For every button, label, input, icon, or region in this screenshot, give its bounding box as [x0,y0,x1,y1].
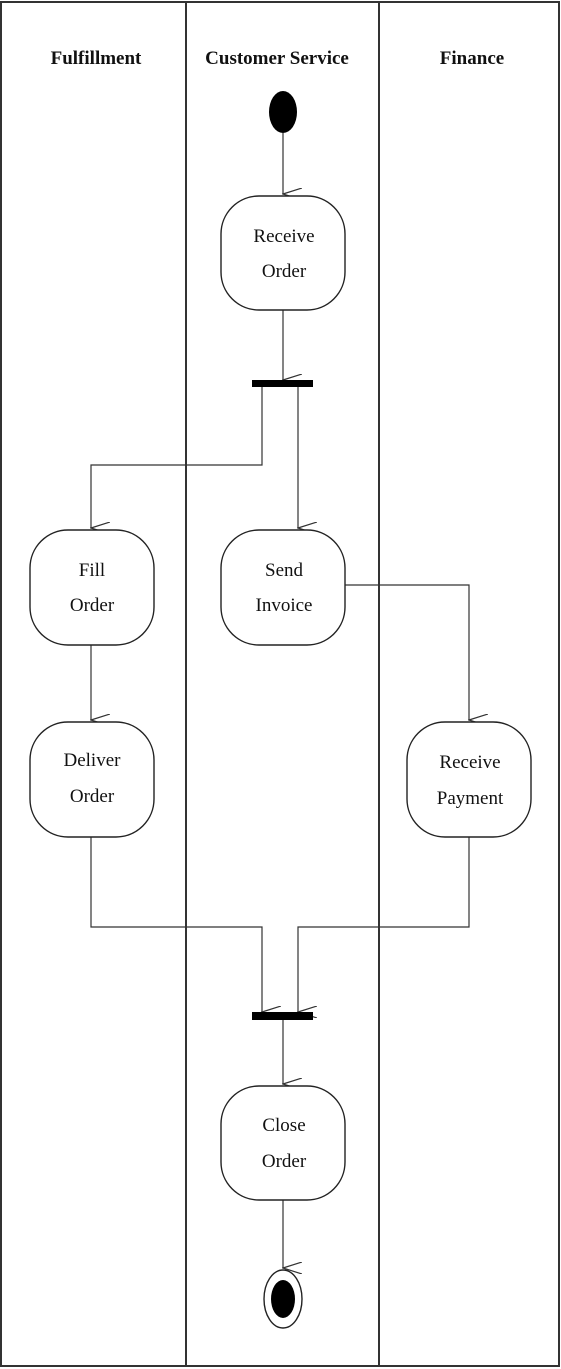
swimlane-title-finance: Finance [440,48,504,69]
flow-receive-payment-to-join [298,837,470,1012]
activity-close-order-line-1: Close [262,1115,305,1136]
activity-deliver-order: Deliver Order [29,721,155,838]
flow-send-invoice-to-receive-payment [344,584,469,720]
activity-send-invoice-line-2: Invoice [256,595,313,616]
initial-node [269,91,297,133]
swimlane-title-customer-service: Customer Service [205,48,349,69]
activity-receive-order: Receive Order [220,195,346,311]
activity-receive-order-line-2: Order [262,261,307,282]
swimlane-title-fulfillment: Fulfillment [51,48,142,69]
join-bar [252,1012,313,1020]
control-flows [91,133,469,1268]
flow-fork-to-fill-order [91,387,263,528]
activity-close-order-line-2: Order [262,1151,307,1172]
activity-send-invoice: Send Invoice [220,529,346,646]
activity-receive-payment-line-2: Payment [437,788,504,809]
activity-receive-order-line-1: Receive [253,226,314,247]
activity-receive-payment: Receive Payment [406,721,532,838]
activity-deliver-order-line-1: Deliver [64,750,122,771]
activity-fill-order: Fill Order [29,529,155,646]
fork-bar [252,380,313,387]
activity-deliver-order-line-2: Order [70,786,115,807]
activity-send-invoice-line-1: Send [265,560,304,581]
activity-fill-order-line-2: Order [70,595,115,616]
flow-deliver-order-to-join [90,837,262,1012]
final-node [263,1269,303,1329]
activity-close-order: Close Order [220,1085,346,1201]
activity-fill-order-line-1: Fill [79,560,105,581]
activity-receive-payment-line-1: Receive [439,752,500,773]
